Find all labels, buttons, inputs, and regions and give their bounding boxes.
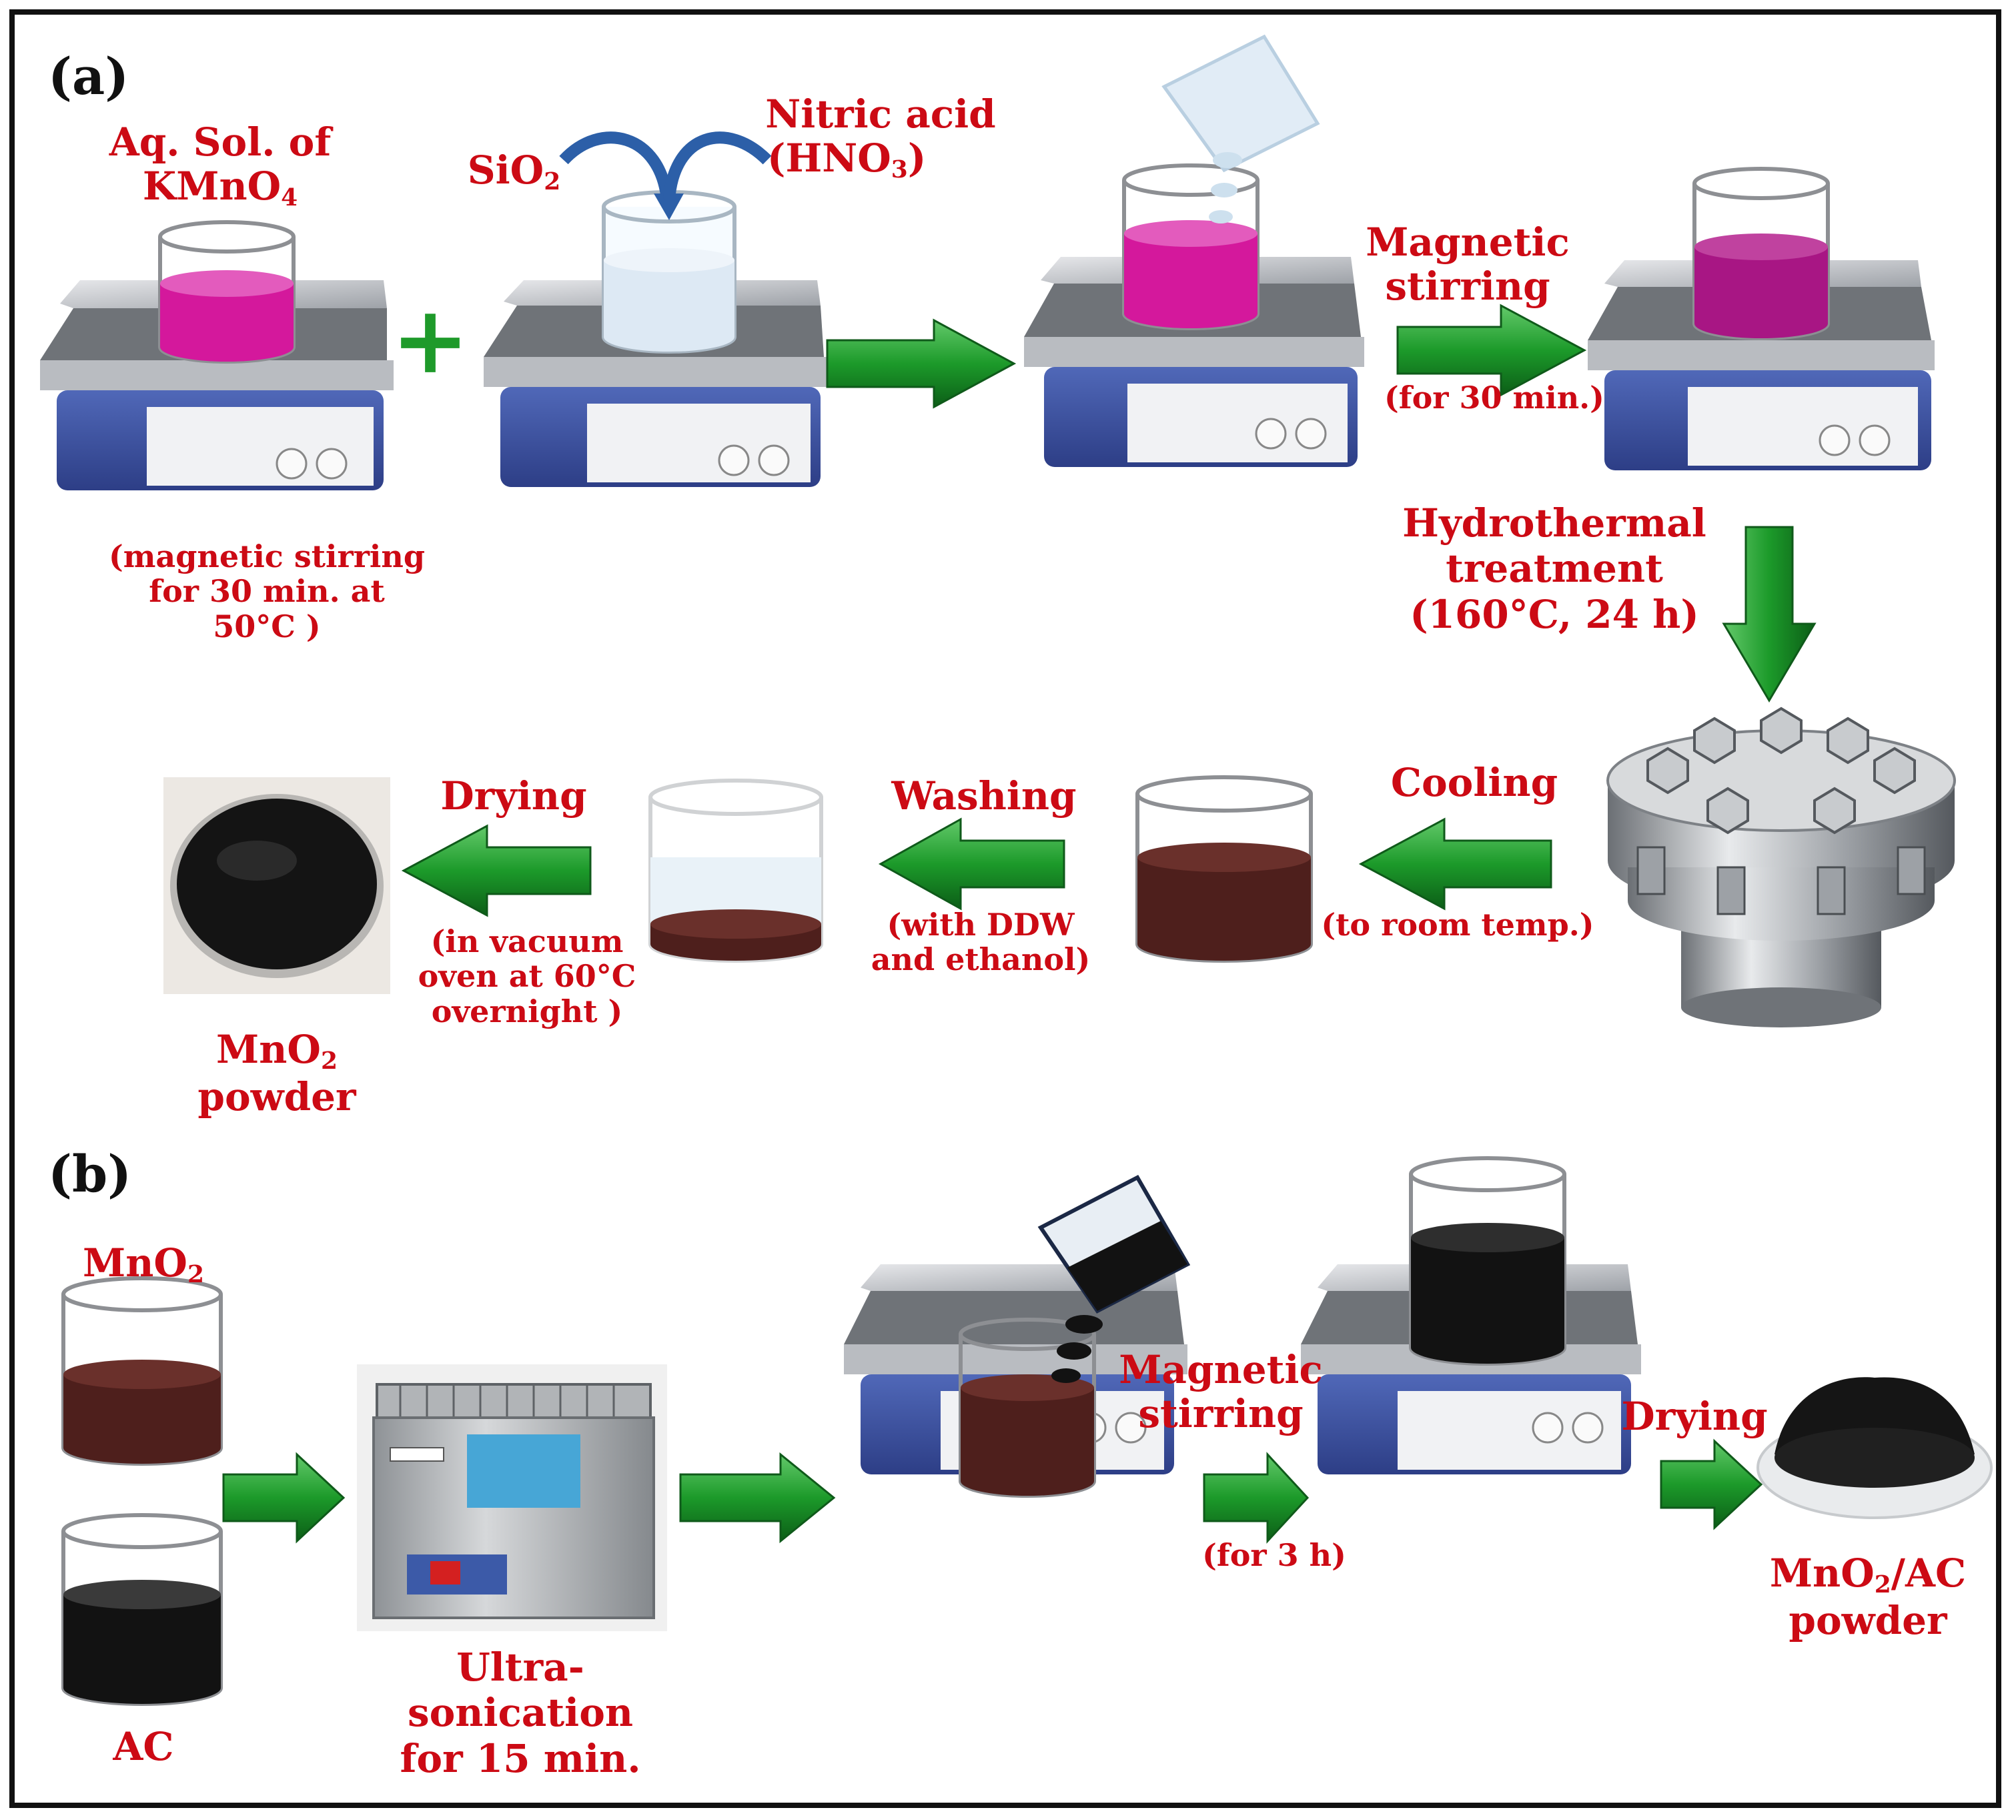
magnetic-stirring-label-b: Magnetic stirring: [1119, 1347, 1323, 1437]
arrow-right-step-1: [826, 318, 1017, 409]
drying-label-a: Drying: [440, 773, 587, 819]
mno2-powder-label: MnO2 powder: [197, 1027, 356, 1119]
hot-plate-stirrer-2: [484, 280, 827, 487]
arrow-right-b-step-2: [679, 1452, 836, 1544]
beaker-mno2-ac-stirred: [1409, 1156, 1566, 1366]
ac-input-label: AC: [113, 1724, 174, 1769]
cooling-condition: (to room temp.): [1321, 907, 1594, 943]
sio2-addition-arrow: [559, 131, 684, 220]
pouring-beaker-icon: [1161, 34, 1320, 223]
mno2-input-label: MnO2: [83, 1240, 204, 1288]
beaker-cooled-mno2: [1135, 775, 1313, 963]
beaker-mixed-solution: [1692, 167, 1830, 340]
arrow-left-drying: [401, 824, 592, 917]
drying-label-b: Drying: [1621, 1394, 1768, 1439]
arrow-right-step-2: [1396, 304, 1587, 397]
hydrothermal-label: Hydrothermal treatment (160°C, 24 h): [1402, 500, 1706, 637]
arrow-right-b-step-1: [222, 1452, 346, 1544]
cooling-label: Cooling: [1390, 760, 1558, 805]
kmno4-label: Aq. Sol. of KMnO4: [87, 120, 354, 211]
mno2-ac-powder-bowl: [1756, 1377, 1993, 1519]
washing-condition: (with DDW and ethanol): [871, 907, 1091, 978]
beaker-washing: [648, 779, 823, 963]
arrow-left-cooling: [1358, 817, 1552, 911]
arrow-right-b-step-4: [1660, 1438, 1763, 1530]
panel-b-tag: (b): [48, 1144, 132, 1204]
figure-border: [9, 9, 2001, 1808]
magnetic-stirring-condition-b: (for 3 h): [1202, 1537, 1346, 1573]
ultrasonic-bath: [357, 1364, 667, 1631]
mno2-ac-powder-label: MnO2/AC powder: [1769, 1550, 1967, 1643]
beaker-ac-input: [61, 1513, 223, 1706]
sio2-label: SiO2: [467, 147, 561, 195]
hot-plate-stirrer-1: [40, 280, 394, 490]
beaker-mno2-ac-mixing: [959, 1318, 1096, 1498]
arrow-left-washing: [878, 817, 1065, 911]
drying-condition-a: (in vacuum oven at 60°C overnight ): [418, 923, 636, 1029]
beaker-mno2-input: [61, 1276, 223, 1466]
nitric-acid-label-line1: Nitric acid: [765, 91, 996, 137]
arrow-down-hydrothermal: [1722, 526, 1817, 703]
washing-label: Washing: [891, 773, 1077, 819]
kmno4-label-line2: KMnO4: [142, 163, 298, 212]
ultrasonication-label: Ultra- sonication for 15 min.: [400, 1645, 641, 1781]
arrow-right-b-step-3: [1203, 1452, 1310, 1544]
panel-a-tag: (a): [48, 47, 129, 106]
magnetic-stirring-label-a: Magnetic stirring: [1366, 219, 1570, 310]
hydrothermal-autoclave: [1606, 707, 1956, 1027]
hot-plate-stirrer-3: [1024, 257, 1364, 467]
plus-sign: +: [391, 286, 470, 395]
step-1-condition: (magnetic stirring for 30 min. at 50°C ): [108, 538, 426, 644]
nitric-acid-label-line2: (HNO3): [767, 135, 927, 184]
hno3-addition-arrow: [663, 131, 772, 201]
pouring-ac-beaker-icon: [1037, 1175, 1191, 1383]
mno2-powder-dish: [163, 777, 390, 994]
nitric-acid-label: Nitric acid (HNO3): [747, 92, 1014, 183]
magnetic-stirring-condition-a: (for 30 min.): [1384, 380, 1604, 416]
kmno4-label-line1: Aq. Sol. of: [109, 119, 332, 165]
beaker-kmno4: [158, 220, 296, 364]
beaker-mixing: [1122, 163, 1259, 330]
